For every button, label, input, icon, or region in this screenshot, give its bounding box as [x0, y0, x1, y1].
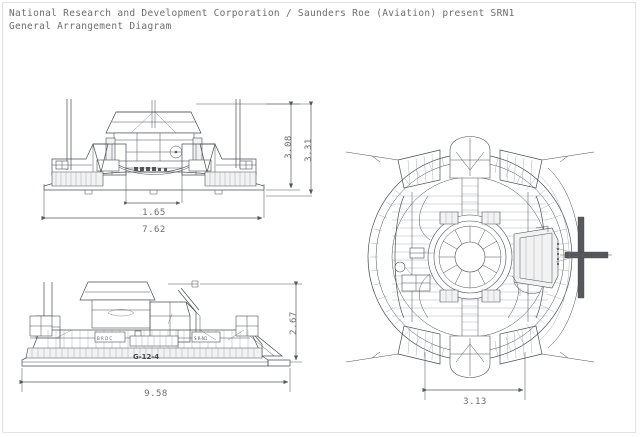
- outrigger-fore-right: [499, 149, 595, 189]
- duct-vanes: [439, 211, 501, 303]
- dimension-3-31: 3.31: [304, 101, 314, 195]
- central-lift-fan: [427, 214, 513, 300]
- fan-blades: [439, 226, 501, 288]
- dimension-2-67: 2.67: [289, 281, 299, 361]
- svg-text:B R D C: B R D C: [97, 336, 112, 341]
- plan-cockpit: [513, 225, 560, 296]
- dimension-3-13: 3.13: [422, 387, 524, 407]
- port-equipment: [394, 247, 434, 292]
- duct-spines: [461, 178, 479, 336]
- svg-text:S R-N1: S R-N1: [194, 336, 208, 341]
- skirt-segments-right: [204, 171, 257, 187]
- dimension-label-3-08: 3.08: [284, 135, 294, 159]
- aft-thrust-nozzle: [449, 335, 491, 378]
- page-title: National Research and Development Corpor…: [9, 8, 515, 32]
- dimension-label-3-31: 3.31: [304, 138, 314, 162]
- dimension-label-2-67: 2.67: [289, 311, 299, 335]
- dimension-label-3-13: 3.13: [463, 397, 487, 407]
- dimension-3-08: 3.08: [284, 101, 294, 189]
- cockpit-console-dots: [556, 242, 560, 266]
- skirt-segments-left: [51, 171, 104, 187]
- side-elevation-view: B R D C S R-N1 G-12-4: [19, 280, 302, 399]
- dimension-label-7-62: 7.62: [142, 225, 166, 235]
- skirt-fingers: [25, 347, 263, 359]
- dimension-7-62: 7.62: [41, 215, 263, 235]
- hull-window-strip: [129, 335, 179, 347]
- dimension-label-1-65: 1.65: [142, 208, 166, 218]
- hull-marking: G-12-4: [133, 353, 159, 361]
- dimension-9-58: 9.58: [19, 379, 289, 399]
- page-frame: [2, 2, 636, 433]
- front-elevation-view: 1.65 7.62 3.08 3.31: [41, 99, 314, 235]
- cabin-markings: [134, 167, 167, 171]
- cabin-emblem: [107, 309, 135, 317]
- plan-view: 3.13: [345, 136, 612, 407]
- outrigger-aft-left: [345, 325, 441, 365]
- outrigger-aft-right: [499, 325, 595, 365]
- dimension-label-9-58: 9.58: [144, 389, 168, 399]
- dimension-1-65: 1.65: [124, 201, 181, 218]
- outrigger-fore-left: [345, 149, 441, 189]
- forward-thrust-nozzle: [449, 136, 491, 179]
